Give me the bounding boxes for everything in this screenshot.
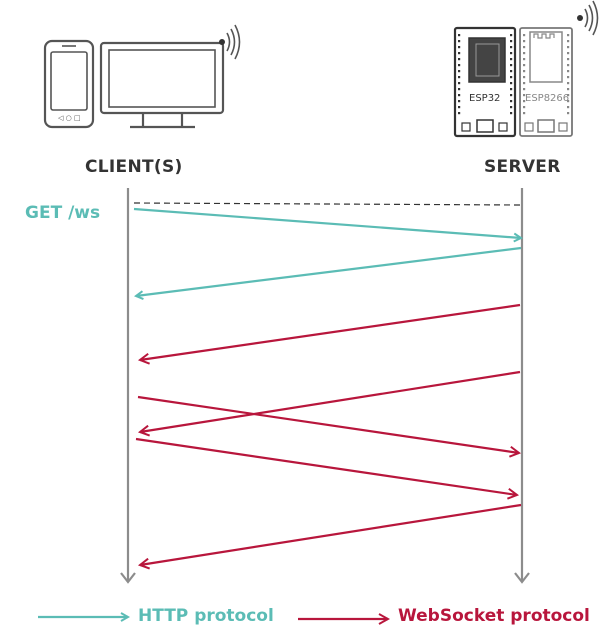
board-pin — [523, 76, 526, 79]
board-pin — [510, 76, 513, 79]
get-request-label: GET /ws — [25, 203, 101, 223]
board-pin — [567, 52, 570, 55]
message-arrow — [140, 503, 522, 565]
board-pin — [458, 106, 461, 109]
board-pin — [458, 40, 461, 43]
board-pin — [458, 58, 461, 61]
board-pin — [458, 70, 461, 73]
board-pin — [523, 94, 526, 97]
board-pin — [523, 58, 526, 61]
board-pin — [567, 112, 570, 115]
board-pin — [458, 34, 461, 37]
board-pin — [458, 52, 461, 55]
board-pin — [567, 106, 570, 109]
board-pin — [510, 82, 513, 85]
board-pin — [567, 58, 570, 61]
board-pin — [523, 64, 526, 67]
board-pin — [510, 94, 513, 97]
board-pin — [523, 106, 526, 109]
server-label: SERVER — [484, 157, 561, 177]
board-pin — [567, 64, 570, 67]
esp32-chip-label: ESP32 — [469, 93, 500, 104]
message-arrow — [137, 395, 519, 453]
board-pin — [510, 70, 513, 73]
board-pin — [567, 88, 570, 91]
board-pin — [458, 46, 461, 49]
server-timeline — [514, 188, 530, 584]
svg-text:◁ ○ □: ◁ ○ □ — [58, 114, 81, 122]
board-pin — [567, 40, 570, 43]
board-pin — [510, 112, 513, 115]
desktop-monitor-icon — [99, 41, 225, 129]
board-pin — [523, 40, 526, 43]
message-arrow — [136, 246, 522, 296]
board-pin — [510, 88, 513, 91]
board-pin — [523, 70, 526, 73]
board-pin — [567, 46, 570, 49]
esp8266-board-icon — [519, 27, 573, 137]
board-pin — [458, 64, 461, 67]
board-pin — [510, 64, 513, 67]
board-pin — [523, 100, 526, 103]
board-pin — [458, 100, 461, 103]
board-pin — [510, 106, 513, 109]
esp8266-chip-label: ESP8266 — [525, 93, 569, 104]
message-arrow — [135, 437, 517, 495]
board-pin — [567, 100, 570, 103]
board-pin — [458, 94, 461, 97]
wifi-icon-client — [219, 24, 241, 60]
board-pin — [523, 112, 526, 115]
esp32-board-icon — [453, 26, 517, 138]
board-pin — [510, 40, 513, 43]
board-pin — [523, 52, 526, 55]
board-pin — [567, 34, 570, 37]
client-timeline — [120, 188, 136, 584]
message-arrow — [140, 370, 521, 432]
board-pin — [458, 76, 461, 79]
wifi-icon-server — [577, 0, 599, 36]
board-pin — [510, 52, 513, 55]
board-pin — [567, 70, 570, 73]
board-pin — [523, 34, 526, 37]
board-pin — [458, 82, 461, 85]
board-pin — [567, 76, 570, 79]
board-pin — [510, 46, 513, 49]
board-pin — [567, 94, 570, 97]
board-pin — [523, 88, 526, 91]
board-pin — [510, 34, 513, 37]
board-pin — [458, 88, 461, 91]
board-pins — [458, 34, 570, 115]
board-pin — [523, 46, 526, 49]
message-arrow — [140, 303, 521, 360]
message-arrow — [133, 207, 521, 238]
smartphone-icon: ◁ ○ □ — [43, 39, 95, 129]
board-pin — [458, 112, 461, 115]
board-pin — [510, 58, 513, 61]
legend-http-label: HTTP protocol — [138, 606, 274, 626]
board-pin — [567, 82, 570, 85]
legend-websocket-label: WebSocket protocol — [398, 606, 590, 626]
connection-dashed-line — [133, 202, 521, 206]
board-pin — [523, 82, 526, 85]
board-pin — [510, 100, 513, 103]
client-label: CLIENT(S) — [85, 157, 183, 177]
